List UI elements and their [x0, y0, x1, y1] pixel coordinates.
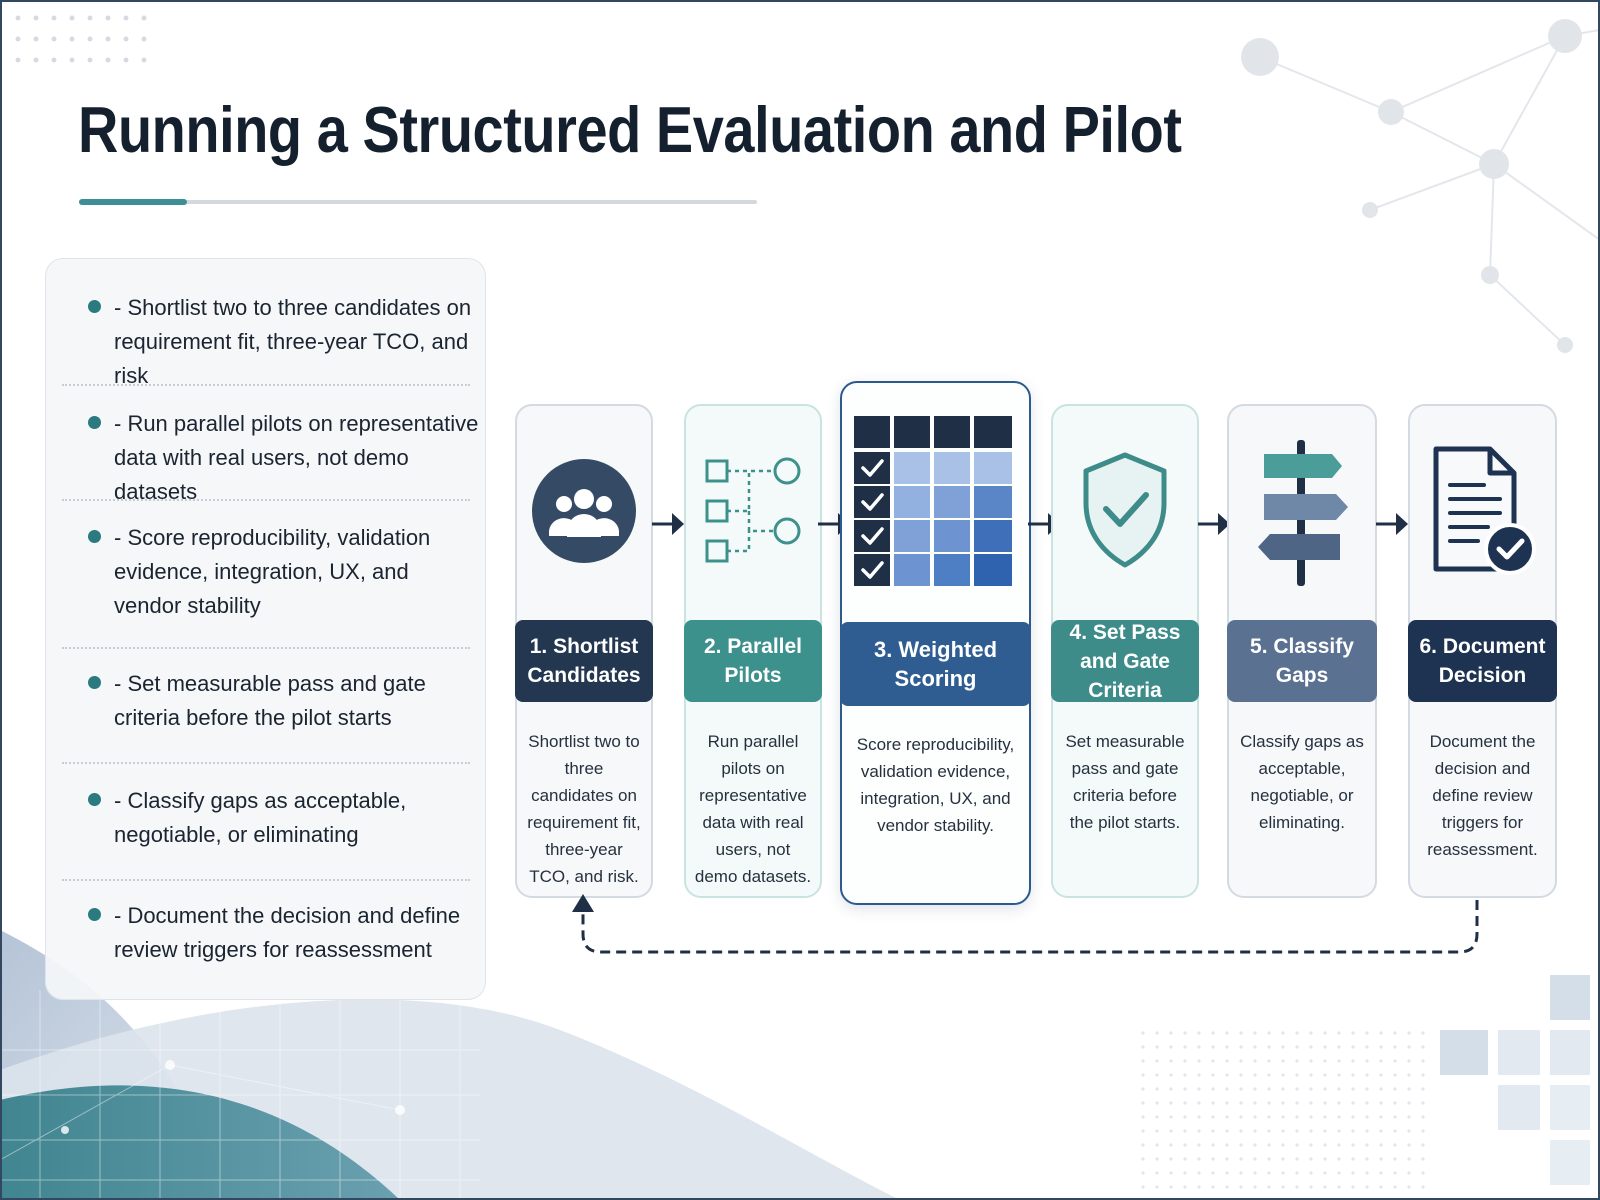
summary-divider	[62, 879, 470, 881]
summary-item-text: - Classify gaps as acceptable, negotiabl…	[114, 788, 407, 847]
step-card-shortlist: 1. Shortlist Candidates Shortlist two to…	[515, 404, 653, 898]
arrow-right-icon	[1376, 513, 1408, 535]
shield-check-icon	[1083, 452, 1167, 568]
team-icon	[532, 459, 636, 563]
arrow-right-icon	[652, 513, 684, 535]
step-label: 5. Classify Gaps	[1227, 620, 1377, 702]
network-decoration	[1241, 19, 1600, 353]
summary-item-text: - Set measurable pass and gate criteria …	[114, 671, 426, 730]
summary-item: - Run parallel pilots on representative …	[62, 407, 482, 509]
corner-dots-decoration	[15, 15, 147, 63]
summary-divider	[62, 384, 470, 386]
step-label: 3. Weighted Scoring	[840, 622, 1031, 706]
summary-item: - Document the decision and define revie…	[62, 899, 482, 967]
summary-divider	[62, 762, 470, 764]
step-description: Document the decision and define review …	[1427, 732, 1538, 859]
summary-item: - Score reproducibility, validation evid…	[62, 521, 482, 623]
parallel-flow-icon	[705, 457, 801, 563]
step-label: 4. Set Pass and Gate Criteria	[1051, 620, 1199, 702]
step-card-pass-gate-criteria: 4. Set Pass and Gate Criteria Set measur…	[1051, 404, 1199, 898]
page-title: Running a Structured Evaluation and Pilo…	[78, 93, 1182, 166]
arrow-right-icon	[1198, 513, 1230, 535]
step-label: 6. Document Decision	[1408, 620, 1557, 702]
bullet-dot	[88, 793, 101, 806]
scoring-matrix-icon	[853, 416, 1012, 586]
summary-panel: - Shortlist two to three candidates on r…	[45, 258, 486, 1000]
title-underline-accent	[79, 199, 187, 205]
step-description: Score reproducibility, validation eviden…	[856, 735, 1015, 835]
step-description: Run parallel pilots on representative da…	[694, 732, 812, 886]
bullet-dot	[88, 676, 101, 689]
step-label: 1. Shortlist Candidates	[515, 620, 653, 702]
step-description: Shortlist two to three candidates on req…	[527, 732, 641, 886]
bullet-dot	[88, 300, 101, 313]
step-description: Classify gaps as acceptable, negotiable,…	[1240, 732, 1364, 832]
summary-divider	[62, 647, 470, 649]
summary-item: - Shortlist two to three candidates on r…	[62, 291, 482, 393]
summary-divider	[62, 499, 470, 501]
signpost-icon	[1258, 440, 1348, 586]
summary-item-text: - Shortlist two to three candidates on r…	[114, 295, 472, 388]
step-description: Set measurable pass and gate criteria be…	[1065, 732, 1185, 832]
bullet-dot	[88, 530, 101, 543]
document-check-icon	[1433, 446, 1536, 575]
step-card-weighted-scoring: 3. Weighted Scoring Score reproducibilit…	[840, 381, 1031, 905]
bottom-right-squares-decoration	[1440, 975, 1590, 1185]
summary-item-text: - Score reproducibility, validation evid…	[114, 525, 431, 618]
summary-item-text: - Run parallel pilots on representative …	[114, 411, 479, 504]
step-label: 2. Parallel Pilots	[684, 620, 822, 702]
bottom-right-dots-decoration	[1140, 1030, 1425, 1190]
step-card-document-decision: 6. Document Decision Document the decisi…	[1408, 404, 1557, 898]
bullet-dot	[88, 908, 101, 921]
summary-item-text: - Document the decision and define revie…	[114, 903, 461, 962]
title-underline	[79, 199, 757, 205]
step-card-parallel-pilots: 2. Parallel Pilots Run parallel pilots o…	[684, 404, 822, 898]
summary-item: - Classify gaps as acceptable, negotiabl…	[62, 784, 482, 852]
step-card-classify-gaps: 5. Classify Gaps Classify gaps as accept…	[1227, 404, 1377, 898]
summary-item: - Set measurable pass and gate criteria …	[62, 667, 482, 735]
bullet-dot	[88, 416, 101, 429]
